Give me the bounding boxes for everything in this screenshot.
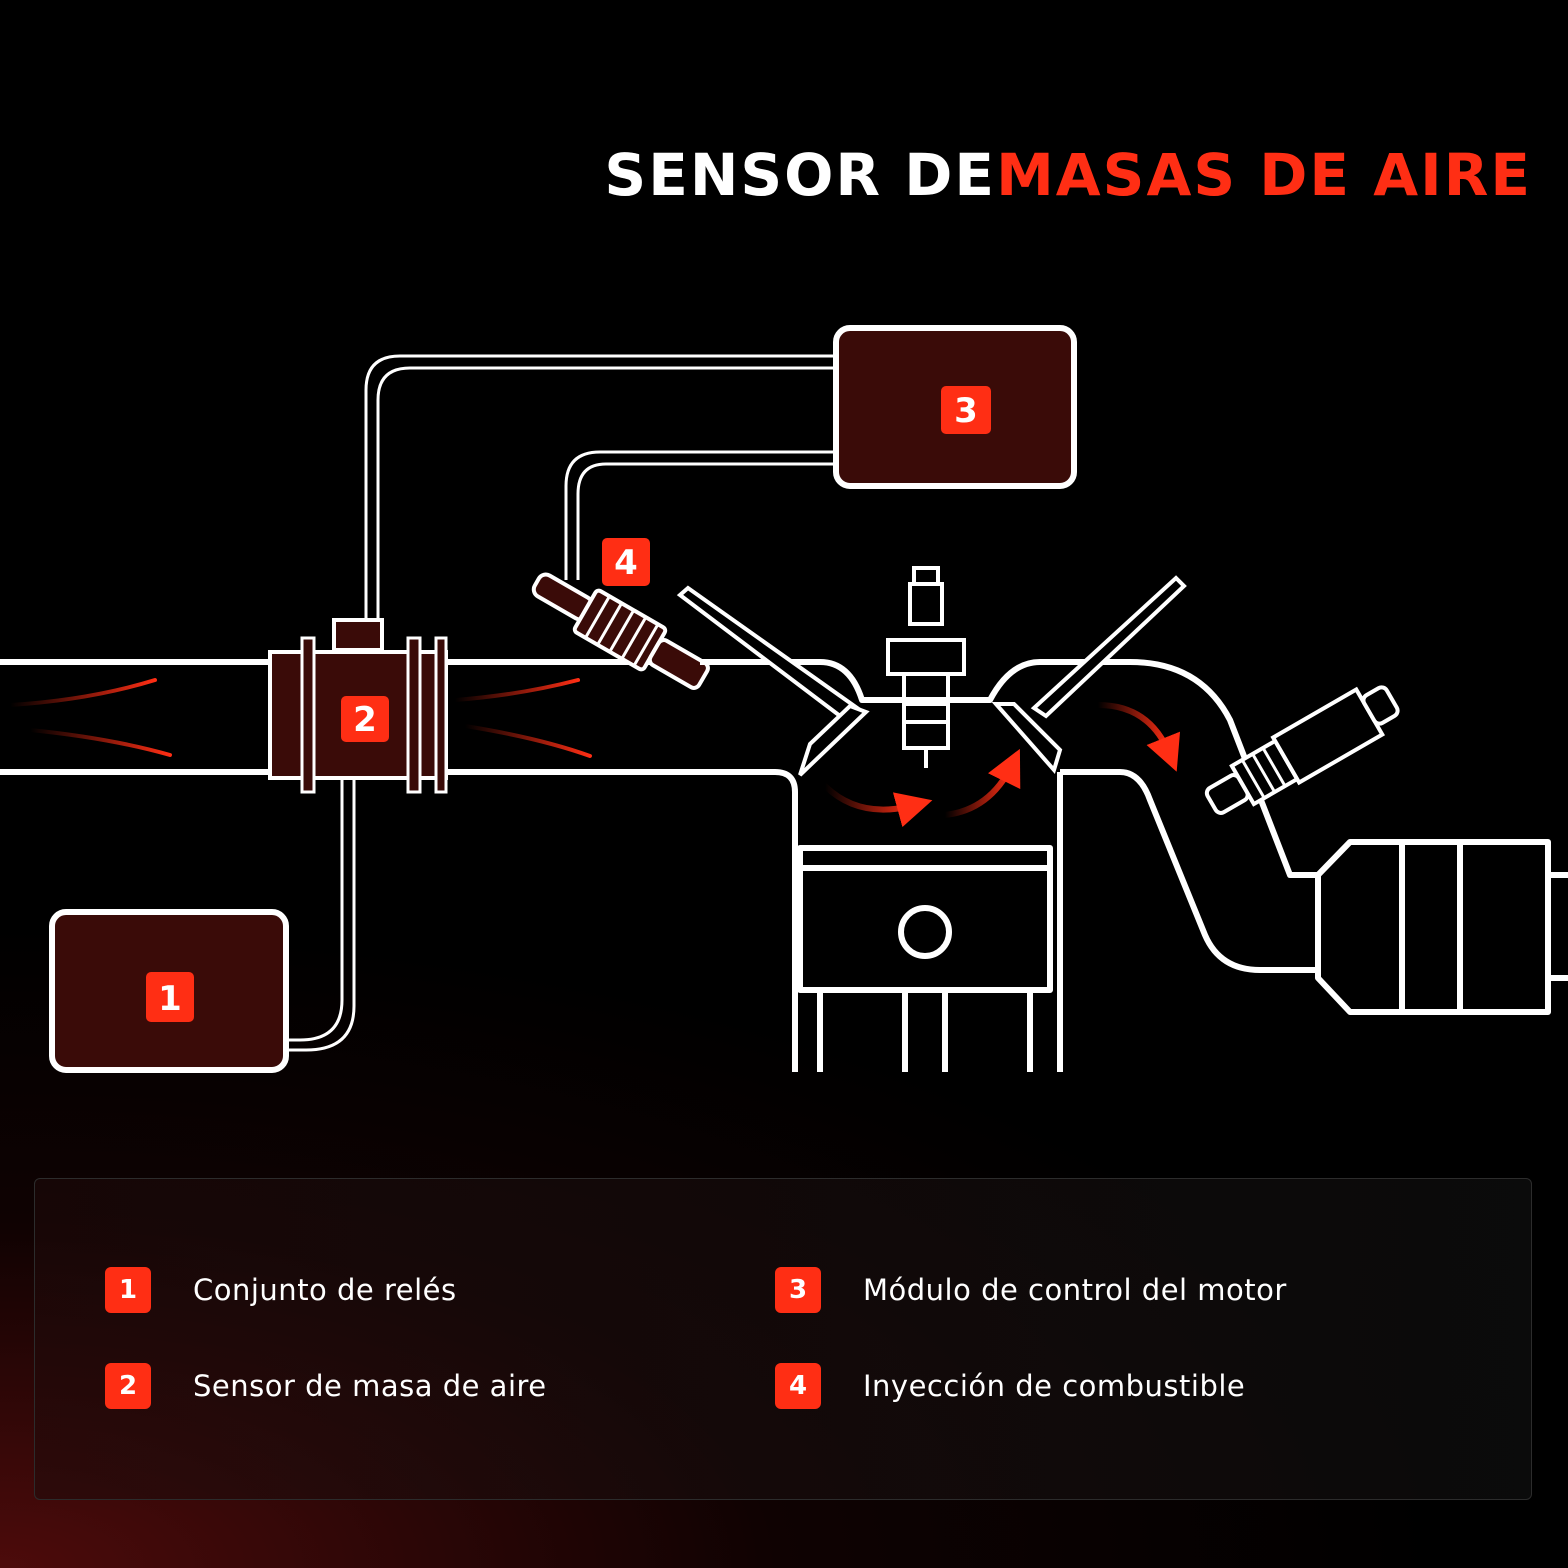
legend-label-3: Módulo de control del motor	[863, 1273, 1287, 1307]
wire-ecm-to-maf-inner	[376, 366, 836, 620]
spark-plug	[886, 566, 966, 768]
legend-badge-3: 3	[775, 1267, 821, 1313]
legend-badge-1: 1	[105, 1267, 151, 1313]
oxygen-sensor	[1204, 685, 1400, 815]
wiring	[286, 354, 836, 1052]
combustion-flow-arrows	[822, 702, 1181, 828]
relay-box: 1	[49, 909, 289, 1073]
legend-label-1: Conjunto de relés	[193, 1273, 457, 1307]
exhaust-valve	[991, 575, 1187, 775]
legend-item-4: 4 Inyección de combustible	[775, 1363, 1245, 1409]
legend-panel: 1 Conjunto de relés 2 Sensor de masa de …	[34, 1178, 1532, 1500]
fuel-injector	[531, 572, 710, 690]
ecm-box: 3	[833, 325, 1077, 489]
marker-2: 2	[353, 700, 377, 740]
title-highlight: MASAS DE AIRE	[996, 141, 1532, 209]
marker-3: 3	[954, 391, 978, 431]
wire-ecm-to-injector-outer	[564, 450, 836, 580]
marker-4: 4	[614, 543, 638, 583]
page-title: SENSOR DEMASAS DE AIRE	[604, 140, 1532, 210]
marker-1: 1	[158, 979, 182, 1019]
wire-maf-to-relay-outer	[286, 780, 344, 1042]
legend-label-4: Inyección de combustible	[863, 1369, 1246, 1403]
legend-badge-2: 2	[105, 1363, 151, 1409]
piston-pin	[898, 905, 952, 959]
wire-ecm-to-maf-outer	[364, 354, 836, 620]
cylinder-head	[700, 659, 1318, 1072]
wire-ecm-to-injector-inner	[576, 462, 836, 580]
maf-sensor: 2	[268, 618, 448, 794]
title-prefix: SENSOR DE	[604, 141, 997, 209]
legend-item-3: 3 Módulo de control del motor	[775, 1267, 1287, 1313]
intake-valve	[676, 585, 870, 777]
legend-badge-4: 4	[775, 1363, 821, 1409]
catalytic-converter	[1315, 839, 1568, 1015]
intake-airflow-arrows	[8, 678, 667, 758]
wire-maf-to-relay-inner	[286, 780, 356, 1052]
legend-item-1: 1 Conjunto de relés	[105, 1267, 457, 1313]
legend-label-2: Sensor de masa de aire	[193, 1369, 547, 1403]
legend-item-2: 2 Sensor de masa de aire	[105, 1363, 547, 1409]
marker-4-badge: 4	[602, 538, 650, 586]
